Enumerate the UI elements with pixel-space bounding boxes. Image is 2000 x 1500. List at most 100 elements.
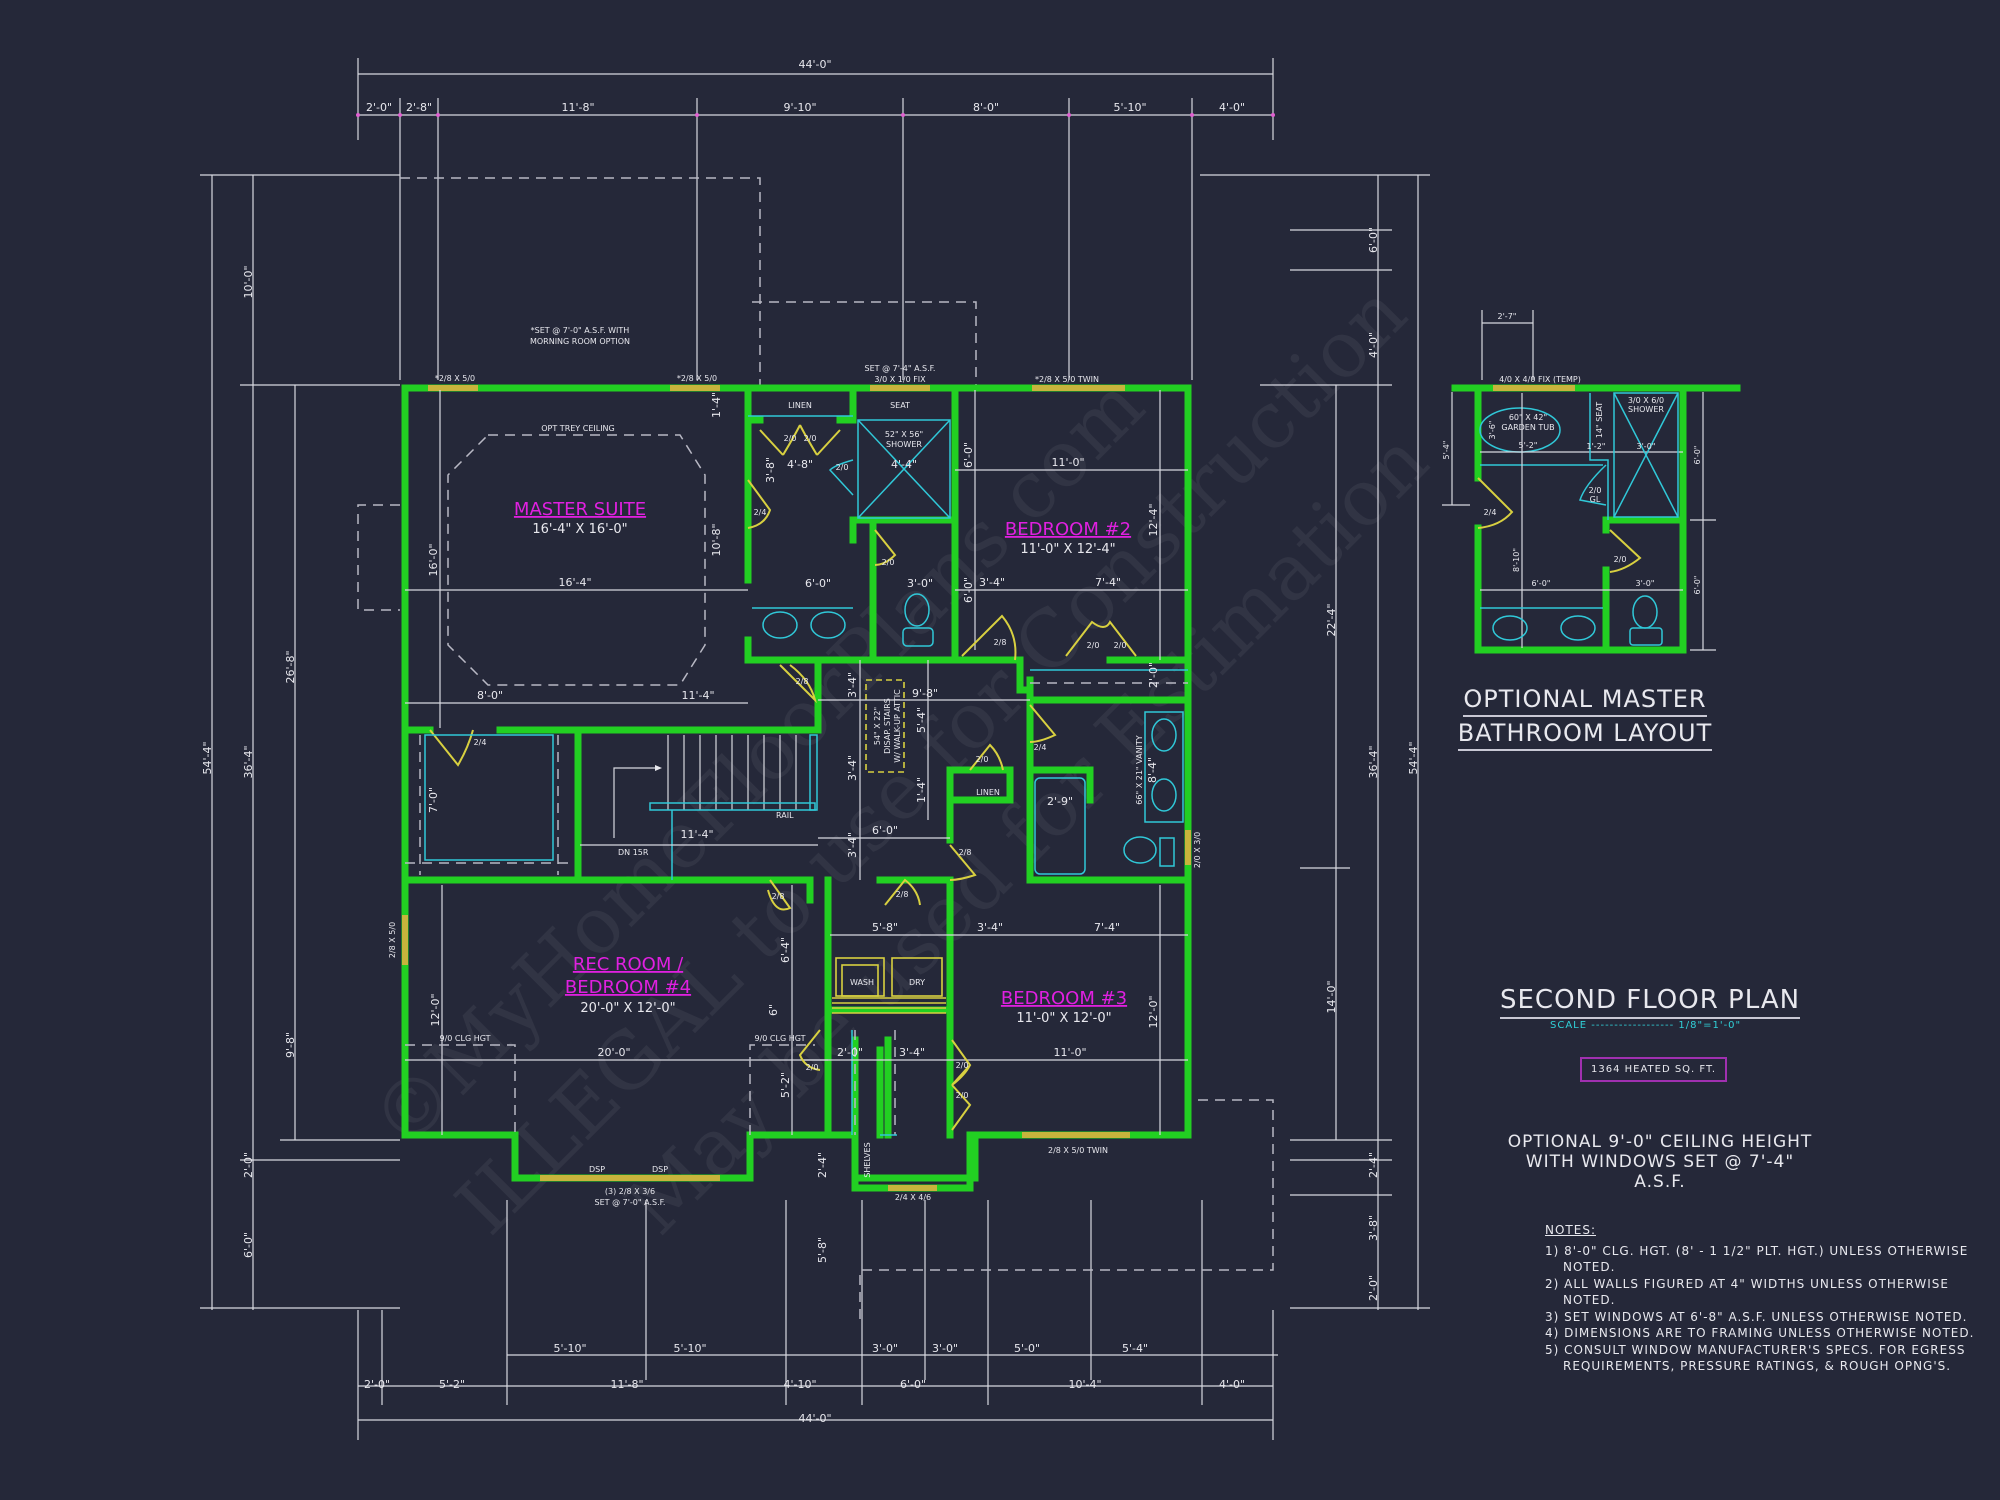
svg-text:6'-0": 6'-0" xyxy=(1367,227,1380,253)
master-bath: LINEN SEAT 52" X 56" SHOWER 4'-4" 2/0 2/… xyxy=(710,392,951,647)
svg-text:54" X 22": 54" X 22" xyxy=(873,707,882,745)
svg-text:5'-2": 5'-2" xyxy=(1519,441,1538,450)
scale-line: SCALE ------------------ 1/8"=1'-0" xyxy=(1550,1020,1741,1031)
svg-text:5'-2": 5'-2" xyxy=(439,1378,465,1391)
svg-text:3'-0": 3'-0" xyxy=(1637,442,1656,451)
optional-ceiling-note: OPTIONAL 9'-0" CEILING HEIGHT WITH WINDO… xyxy=(1500,1132,1820,1192)
svg-text:2'-0": 2'-0" xyxy=(1147,662,1160,688)
svg-text:7'-0": 7'-0" xyxy=(427,787,440,813)
svg-text:DISAP. STAIRS: DISAP. STAIRS xyxy=(883,698,892,754)
svg-text:14" SEAT: 14" SEAT xyxy=(1595,402,1604,438)
optional-master-bath-drawing: 2'-7" 4/0 X 4/0 FIX (TEMP) 60" X 42" GAR… xyxy=(1442,310,1741,654)
svg-text:36'-4": 36'-4" xyxy=(242,745,255,778)
svg-text:2/4: 2/4 xyxy=(474,738,487,747)
svg-text:66" X 21" VANITY: 66" X 21" VANITY xyxy=(1135,735,1144,804)
svg-text:2'-0": 2'-0" xyxy=(366,101,392,114)
svg-text:7'-4": 7'-4" xyxy=(1095,576,1121,589)
svg-text:3'-4": 3'-4" xyxy=(979,576,1005,589)
svg-text:3'-4": 3'-4" xyxy=(846,755,859,781)
svg-text:BEDROOM #3: BEDROOM #3 xyxy=(1001,988,1127,1009)
svg-text:7'-4": 7'-4" xyxy=(1094,921,1120,934)
svg-text:4'-0": 4'-0" xyxy=(1219,1378,1245,1391)
svg-text:8'-4": 8'-4" xyxy=(1146,757,1159,783)
svg-text:5'-10": 5'-10" xyxy=(673,1342,706,1355)
svg-text:DRY: DRY xyxy=(909,978,925,987)
svg-text:BEDROOM #4: BEDROOM #4 xyxy=(565,977,691,998)
svg-text:2/0: 2/0 xyxy=(976,755,989,764)
svg-text:3'-0": 3'-0" xyxy=(1636,579,1655,588)
svg-text:ILLEGAL to use for Constructio: ILLEGAL to use for Construction xyxy=(440,268,1424,1252)
svg-text:3'-4": 3'-4" xyxy=(899,1046,925,1059)
svg-text:2/4 X 4/6: 2/4 X 4/6 xyxy=(895,1193,931,1202)
svg-text:11'-0" X 12'-4": 11'-0" X 12'-4" xyxy=(1020,542,1115,557)
left-dimensions: 10'-0" 36'-4" 2'-0" 6'-0" 54'-4" 26'-8" … xyxy=(200,174,400,1310)
svg-text:2/8 X 5/0: 2/8 X 5/0 xyxy=(388,922,397,958)
svg-text:22'-4": 22'-4" xyxy=(1325,603,1338,636)
svg-text:3/0 X 1/0 FIX: 3/0 X 1/0 FIX xyxy=(874,375,926,384)
svg-text:5'-8": 5'-8" xyxy=(872,921,898,934)
svg-text:2/0: 2/0 xyxy=(784,434,797,443)
svg-text:2/0: 2/0 xyxy=(956,1061,969,1070)
svg-text:2/0: 2/0 xyxy=(956,1091,969,1100)
svg-text:2/0: 2/0 xyxy=(806,1063,819,1072)
window-labels: *2/8 X 5/0 *2/8 X 5/0 *SET @ 7'-0" A.S.F… xyxy=(388,326,1202,1207)
svg-text:RAIL: RAIL xyxy=(776,811,794,820)
svg-text:2/4: 2/4 xyxy=(754,508,767,517)
svg-text:5'-10": 5'-10" xyxy=(553,1342,586,1355)
svg-text:2/8: 2/8 xyxy=(896,890,909,899)
svg-text:9/0 CLG HGT: 9/0 CLG HGT xyxy=(439,1034,490,1043)
svg-text:4'-10": 4'-10" xyxy=(783,1378,816,1391)
scale-value: 1/8"=1'-0" xyxy=(1678,1020,1742,1031)
svg-text:44'-0": 44'-0" xyxy=(798,1412,831,1425)
svg-text:11'-0": 11'-0" xyxy=(1053,1046,1086,1059)
svg-text:SET @ 7'-4" A.S.F.: SET @ 7'-4" A.S.F. xyxy=(865,364,936,373)
svg-text:MORNING ROOM OPTION: MORNING ROOM OPTION xyxy=(530,337,630,346)
svg-text:W/ WALK-UP ATTIC: W/ WALK-UP ATTIC xyxy=(893,689,902,763)
svg-text:36'-4": 36'-4" xyxy=(1367,745,1380,778)
svg-text:9/0 CLG HGT: 9/0 CLG HGT xyxy=(754,1034,805,1043)
svg-text:6'-0": 6'-0" xyxy=(242,1232,255,1258)
svg-text:4'-4": 4'-4" xyxy=(891,458,917,471)
svg-text:*2/8 X 5/0: *2/8 X 5/0 xyxy=(677,374,717,383)
svg-text:2'-7": 2'-7" xyxy=(1498,312,1517,321)
svg-text:54'-4": 54'-4" xyxy=(201,741,214,774)
svg-text:2'-4": 2'-4" xyxy=(1367,1152,1380,1178)
svg-text:OPT TREY CEILING: OPT TREY CEILING xyxy=(541,424,614,433)
svg-text:10'-4": 10'-4" xyxy=(1068,1378,1101,1391)
svg-text:4/0 X 4/0 FIX (TEMP): 4/0 X 4/0 FIX (TEMP) xyxy=(1499,375,1581,384)
svg-text:2/4: 2/4 xyxy=(1484,508,1497,517)
bedroom-3: BEDROOM #3 11'-0" X 12'-0" 11'-0" 12'-0" xyxy=(1001,885,1161,1135)
svg-text:2'-0": 2'-0" xyxy=(837,1046,863,1059)
optional-bath-title-line2: BATHROOM LAYOUT xyxy=(1457,717,1713,751)
svg-text:2/8: 2/8 xyxy=(994,638,1007,647)
bedroom-2: BEDROOM #2 11'-0" X 12'-4" 11'-0" 12'-4"… xyxy=(955,390,1188,688)
svg-text:6'-0": 6'-0" xyxy=(900,1378,926,1391)
interior-walls xyxy=(401,384,1192,1182)
svg-text:5'-4": 5'-4" xyxy=(1122,1342,1148,1355)
svg-text:2/0: 2/0 xyxy=(882,558,895,567)
svg-text:(3) 2/8 X 3/6: (3) 2/8 X 3/6 xyxy=(605,1187,655,1196)
svg-text:GL: GL xyxy=(1590,495,1601,504)
note-item: 1) 8'-0" CLG. HGT. (8' - 1 1/2" PLT. HGT… xyxy=(1545,1243,1969,1275)
bottom-dimensions: 5'-10" 5'-10" 3'-0" 3'-0" 5'-0" 5'-4" 2'… xyxy=(357,1200,1278,1440)
note-item: 2) ALL WALLS FIGURED AT 4" WIDTHS UNLESS… xyxy=(1545,1276,1949,1308)
general-notes: NOTES: 1) 8'-0" CLG. HGT. (8' - 1 1/2" P… xyxy=(1545,1222,2000,1375)
heated-sqft-badge: 1364 HEATED SQ. FT. xyxy=(1580,1057,1728,1082)
svg-text:8'-0": 8'-0" xyxy=(477,689,503,702)
svg-text:1'-4": 1'-4" xyxy=(710,392,723,418)
svg-text:6'-0": 6'-0" xyxy=(962,442,975,468)
svg-text:3'-8": 3'-8" xyxy=(764,457,777,483)
svg-text:2'-0": 2'-0" xyxy=(242,1152,255,1178)
svg-text:12'-0": 12'-0" xyxy=(429,993,442,1026)
svg-text:2/8: 2/8 xyxy=(772,892,785,901)
svg-text:11'-4": 11'-4" xyxy=(680,828,713,841)
svg-text:2'-4": 2'-4" xyxy=(816,1152,829,1178)
notes-heading: NOTES: xyxy=(1545,1223,1596,1237)
svg-text:4'-8": 4'-8" xyxy=(787,458,813,471)
svg-text:5'-4": 5'-4" xyxy=(1442,441,1451,460)
svg-text:1'-4": 1'-4" xyxy=(915,777,928,803)
svg-text:9'-10": 9'-10" xyxy=(783,101,816,114)
svg-text:*2/8 X 5/0 TWIN: *2/8 X 5/0 TWIN xyxy=(1035,375,1099,384)
svg-text:3'-4": 3'-4" xyxy=(846,672,859,698)
